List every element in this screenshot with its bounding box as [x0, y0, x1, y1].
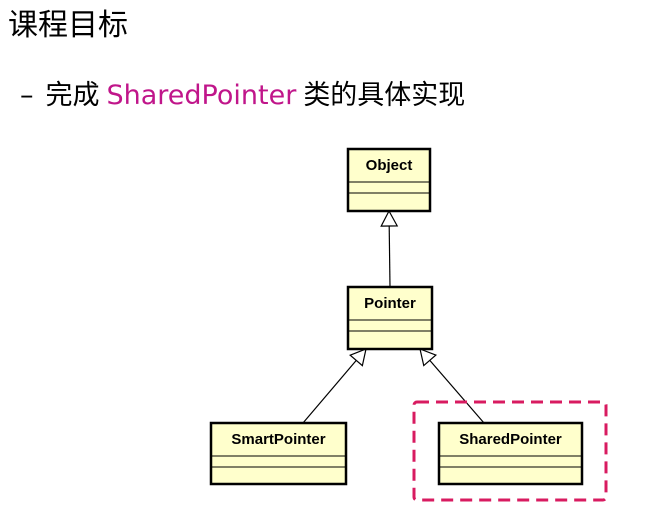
- class-box-object: [346, 147, 432, 213]
- inheritance-line-smartpointer-to-pointer: [302, 360, 357, 424]
- class-box-sharedpointer: [437, 421, 584, 486]
- inheritance-arrowhead-object: [380, 209, 399, 227]
- inheritance-line-pointer-to-object: [388, 225, 391, 288]
- bullet-prefix: 完成: [45, 80, 100, 111]
- inheritance-arrowhead-pointer: [349, 348, 367, 367]
- class-name-sharedpointer: SharedPointer: [459, 431, 562, 448]
- highlight-dashed-frame: [412, 400, 608, 502]
- inheritance-edges: [302, 209, 485, 424]
- inheritance-line-sharedpointer-to-pointer: [429, 359, 485, 424]
- class-pointer: Pointer: [346, 285, 434, 351]
- bullet-highlight-class-name: SharedPointer: [106, 80, 297, 111]
- class-smartpointer: SmartPointer: [209, 421, 348, 486]
- class-sharedpointer: SharedPointer: [437, 421, 584, 486]
- class-name-pointer: Pointer: [364, 295, 416, 312]
- slide-title: 课程目标: [8, 8, 128, 43]
- class-object: Object: [346, 147, 432, 213]
- class-box-smartpointer: [209, 421, 348, 486]
- class-name-smartpointer: SmartPointer: [231, 431, 325, 448]
- class-box-pointer: [346, 285, 434, 351]
- class-name-object: Object: [366, 157, 413, 174]
- inheritance-arrowhead-pointer: [419, 348, 438, 367]
- bullet-dash: –: [20, 80, 34, 111]
- bullet-suffix: 类的具体实现: [303, 80, 466, 111]
